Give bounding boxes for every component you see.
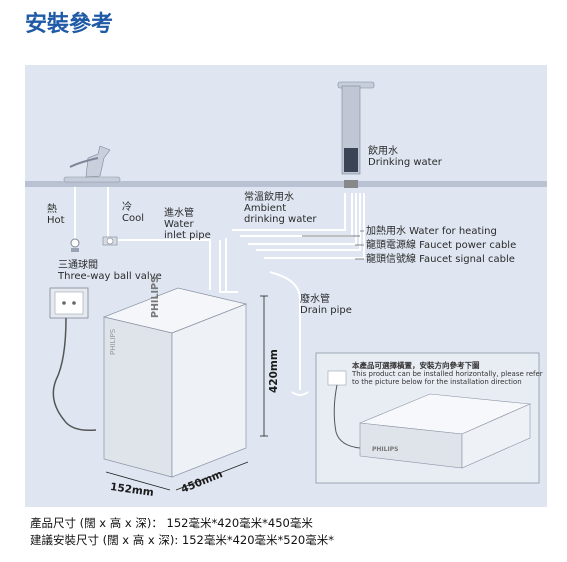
brand-logo-front: PHILIPS xyxy=(109,328,117,355)
valve-label-en: Three-way ball valve xyxy=(58,271,162,282)
inlet-label-zh: 進水管 xyxy=(164,208,194,219)
valve-label: 三通球閥 Three-way ball valve xyxy=(58,260,162,282)
drain-label: 廢水管 Drain pipe xyxy=(300,294,352,316)
leader-lines xyxy=(302,230,364,260)
three-way-valve-icon xyxy=(102,236,118,246)
install-size-text: 建議安裝尺寸 (闊 x 高 x 深): 152毫米*420毫米*520毫米* xyxy=(30,533,334,547)
cool-label: 冷 Cool xyxy=(122,202,144,224)
inset-panel xyxy=(315,352,540,484)
page-title: 安裝參考 xyxy=(25,12,114,37)
counter-top xyxy=(25,181,547,187)
purifier-unit xyxy=(102,287,248,478)
inset-note-en1: This product can be installed horizontal… xyxy=(352,370,543,378)
power-cable-label: 龍頭電源線 Faucet power cable xyxy=(366,240,517,251)
hot-label: 熱 Hot xyxy=(47,204,65,226)
drain-label-en: Drain pipe xyxy=(300,305,352,316)
inlet-label-en2: inlet pipe xyxy=(164,230,211,241)
hot-valve-icon xyxy=(70,238,80,252)
ambient-label: 常溫飲用水 Ambient drinking water xyxy=(244,192,317,225)
brand-logo-side: PHILIPS xyxy=(150,276,161,318)
drinking-label-zh: 飲用水 xyxy=(368,146,398,157)
inset-note: 本產品可選擇橫置，安裝方向參考下圖 This product can be in… xyxy=(352,361,543,387)
ambient-label-en1: Ambient xyxy=(244,203,287,214)
inlet-label-en1: Water xyxy=(164,219,194,230)
valve-label-zh: 三通球閥 xyxy=(58,260,98,271)
drain-outlet xyxy=(291,391,309,396)
cool-label-zh: 冷 xyxy=(122,202,132,213)
drinking-label-en: Drinking water xyxy=(368,157,442,168)
kitchen-faucet-icon xyxy=(63,145,121,183)
brand-logo-inset: PHILIPS xyxy=(372,446,399,453)
dimension-height: 420mm xyxy=(268,349,280,393)
product-size-text: 產品尺寸 (闊 x 高 x 深)： 152毫米*420毫米*450毫米 xyxy=(30,516,313,530)
heating-label: 加熱用水 Water for heating xyxy=(366,226,497,237)
inset-note-en2: to the picture below for the installatio… xyxy=(352,378,522,386)
inlet-label: 進水管 Water inlet pipe xyxy=(164,208,211,241)
drain-label-zh: 廢水管 xyxy=(300,294,330,305)
drinking-faucet-icon xyxy=(337,81,375,188)
cool-label-en: Cool xyxy=(122,213,144,224)
hot-label-en: Hot xyxy=(47,215,65,226)
ambient-label-en2: drinking water xyxy=(244,214,317,225)
ambient-label-zh: 常溫飲用水 xyxy=(244,192,294,203)
drinking-label: 飲用水 Drinking water xyxy=(368,146,442,168)
inset-note-zh: 本產品可選擇橫置，安裝方向參考下圖 xyxy=(352,361,480,370)
wall-socket-icon xyxy=(49,287,89,319)
hot-label-zh: 熱 xyxy=(47,204,57,215)
dimension-lines xyxy=(105,295,268,491)
power-cord xyxy=(52,317,97,432)
signal-cable-label: 龍頭信號線 Faucet signal cable xyxy=(366,254,515,265)
